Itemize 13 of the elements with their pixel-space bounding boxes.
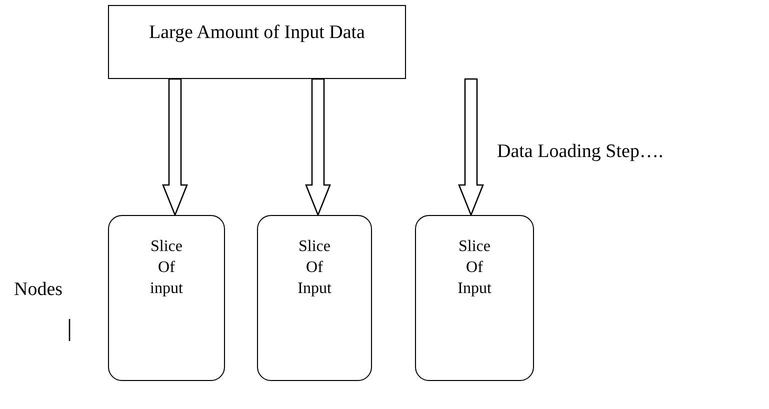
rounded-box bbox=[257, 215, 372, 381]
rounded-box bbox=[108, 215, 225, 381]
rounded-box bbox=[415, 215, 534, 381]
node-label: Slice Of Input bbox=[456, 237, 492, 299]
hollow-arrow bbox=[458, 78, 484, 217]
node-label: Slice Of Input bbox=[296, 237, 332, 299]
step-label: Data Loading Step…. bbox=[497, 141, 664, 163]
process-box bbox=[108, 5, 406, 79]
node-label: Slice Of input bbox=[149, 237, 184, 299]
node-label: Large Amount of Input Data bbox=[148, 22, 366, 44]
nodes-label: Nodes bbox=[14, 279, 63, 301]
hollow-arrow bbox=[162, 78, 188, 217]
hollow-arrow bbox=[305, 78, 331, 217]
